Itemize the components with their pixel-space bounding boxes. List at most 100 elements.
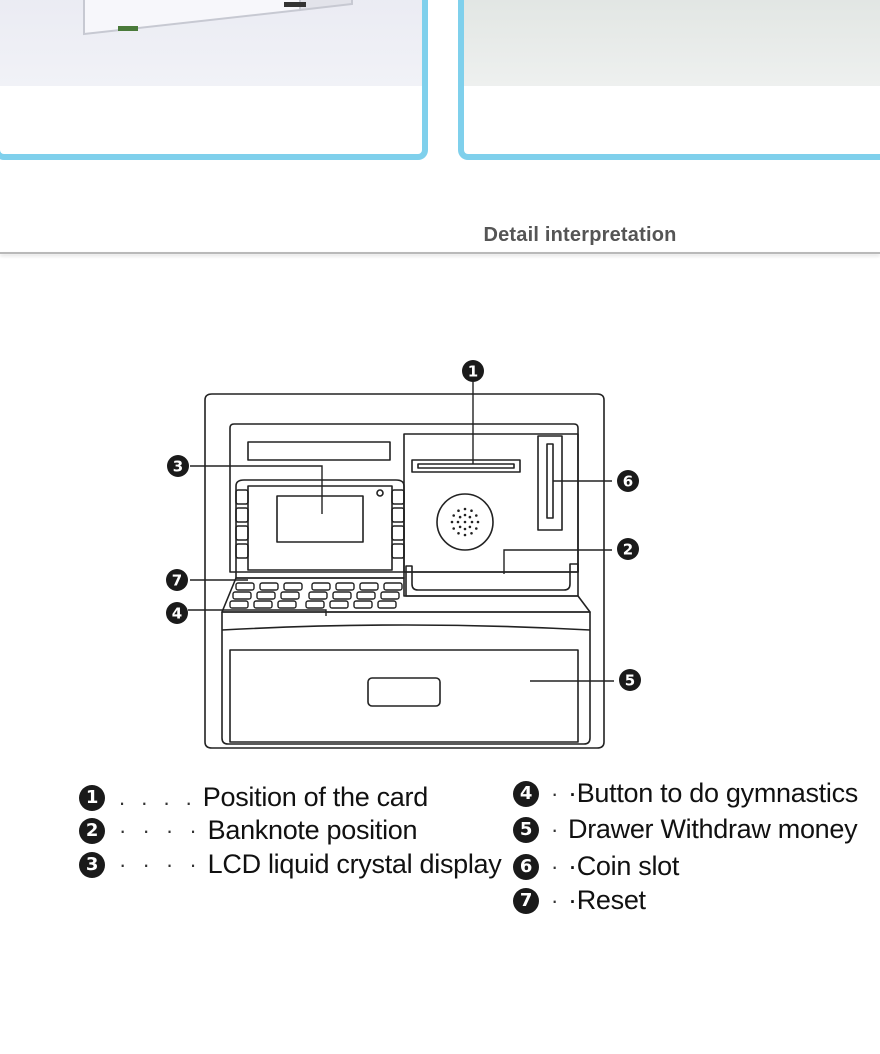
side-button-left-3 <box>235 525 249 541</box>
lcd-display <box>276 495 364 543</box>
speaker-hole-11 <box>475 527 478 530</box>
callout-badge-4: 4 <box>166 602 188 624</box>
product-photo-right <box>464 0 880 86</box>
banknote-tray <box>405 563 579 597</box>
side-button-right-4 <box>391 543 405 559</box>
svg-text:4: 4 <box>172 605 182 623</box>
keypad-key-20 <box>353 600 373 609</box>
coin-slot-frame <box>537 435 563 531</box>
keypad-key-7 <box>383 582 403 591</box>
legend-item-4: 4 · ·Button to do gymnastics <box>513 778 858 809</box>
legend-label-5: Drawer Withdraw money <box>568 814 858 844</box>
leader-line-3 <box>190 465 323 514</box>
lower-cabinet <box>221 611 591 745</box>
keypad-key-1 <box>235 582 255 591</box>
legend-label-1: Position of the card <box>202 782 428 812</box>
section-divider <box>0 252 880 254</box>
side-button-left-2 <box>235 507 249 523</box>
legend-label-6: ·Coin slot <box>568 851 680 881</box>
speaker-hole-2 <box>470 520 474 524</box>
cabinet-curve <box>221 624 591 631</box>
keypad-key-11 <box>308 591 328 600</box>
legend-label-4: ·Button to do gymnastics <box>568 778 858 808</box>
speaker-hole-14 <box>457 532 460 535</box>
card-slot-inner <box>417 463 515 469</box>
keypad-key-10 <box>280 591 300 600</box>
legend-number-7: 7 <box>513 887 539 914</box>
speaker <box>436 493 494 551</box>
legend-number-4: 4 <box>513 780 539 807</box>
speaker-hole-18 <box>457 509 460 512</box>
svg-text:5: 5 <box>625 672 635 690</box>
section-title: Detail interpretation <box>483 224 677 246</box>
atm-top-strip <box>247 441 391 461</box>
atm-body <box>204 393 605 749</box>
legend-item-6: 6 · ·Coin slot <box>513 851 679 882</box>
keypad-key-9 <box>256 591 276 600</box>
product-photo-left <box>0 0 422 86</box>
atm-diagram: 1 2 3 4 5 6 7 <box>166 360 641 749</box>
keypad-key-4 <box>311 582 331 591</box>
money-drawer <box>229 649 579 743</box>
legend-separator-3: · · · · <box>119 851 202 877</box>
legend-separator-2: · · · · <box>119 817 202 843</box>
legend-item-3: 3 · · · · LCD liquid crystal display <box>79 849 502 880</box>
photo-slot-mark-1 <box>118 26 138 31</box>
side-button-right-3 <box>391 525 405 541</box>
speaker-hole-17 <box>452 514 456 517</box>
legend-separator-4: · <box>551 780 559 806</box>
drawer-handle <box>367 677 441 707</box>
keypad-key-12 <box>332 591 352 600</box>
keypad-key-13 <box>356 591 376 600</box>
speaker-hole-9 <box>468 515 472 519</box>
speaker-hole-8 <box>463 513 467 517</box>
keypad-key-16 <box>253 600 273 609</box>
keypad-key-6 <box>359 582 379 591</box>
product-photo-panel-left <box>0 0 428 160</box>
callout-badge-5: 5 <box>619 669 641 691</box>
svg-text:2: 2 <box>623 541 633 559</box>
speaker-hole-15 <box>452 527 456 530</box>
callout-badges: 1 2 3 4 5 6 7 <box>166 360 641 691</box>
speaker-hole-7 <box>458 515 462 519</box>
photo-slot-mark-2 <box>284 2 306 7</box>
legend-item-7: 7 · ·Reset <box>513 885 646 916</box>
speaker-hole-5 <box>458 525 462 529</box>
legend-number-5: 5 <box>513 816 539 843</box>
speaker-hole-4 <box>463 527 467 531</box>
keypad <box>229 582 403 609</box>
callout-badge-3: 3 <box>167 455 189 477</box>
atm-indicator-light <box>376 489 384 497</box>
speaker-hole-13 <box>463 533 467 537</box>
callout-badge-7: 7 <box>166 569 188 591</box>
legend-number-1: 1 <box>79 784 105 811</box>
keypad-key-3 <box>283 582 303 591</box>
speaker-hole-1 <box>463 520 467 524</box>
legend-item-5: 5 · Drawer Withdraw money <box>513 814 858 845</box>
keypad-key-18 <box>305 600 325 609</box>
speaker-hole-19 <box>463 507 467 511</box>
leader-lines <box>188 382 614 682</box>
keypad-key-5 <box>335 582 355 591</box>
keypad-key-2 <box>259 582 279 591</box>
legend-item-2: 2 · · · · Banknote position <box>79 815 418 846</box>
speaker-hole-3 <box>468 525 472 529</box>
legend-item-1: 1 . . . . Position of the card <box>79 782 428 813</box>
leader-line-2 <box>503 549 612 574</box>
keypad-key-14 <box>380 591 400 600</box>
keypad-key-15 <box>229 600 249 609</box>
legend-number-2: 2 <box>79 817 105 844</box>
speaker-hole-21 <box>475 514 478 517</box>
legend-label-3: LCD liquid crystal display <box>207 849 502 879</box>
callout-badge-1: 1 <box>462 360 484 382</box>
speaker-hole-12 <box>470 532 473 535</box>
keypad-key-17 <box>277 600 297 609</box>
svg-text:3: 3 <box>173 458 183 476</box>
speaker-hole-16 <box>450 520 454 524</box>
keypad-key-21 <box>377 600 397 609</box>
speaker-hole-10 <box>476 520 480 524</box>
speaker-hole-20 <box>470 509 473 512</box>
legend-separator-7: · <box>551 887 559 913</box>
svg-text:6: 6 <box>623 473 633 491</box>
product-photo-right-sketch <box>464 0 880 86</box>
